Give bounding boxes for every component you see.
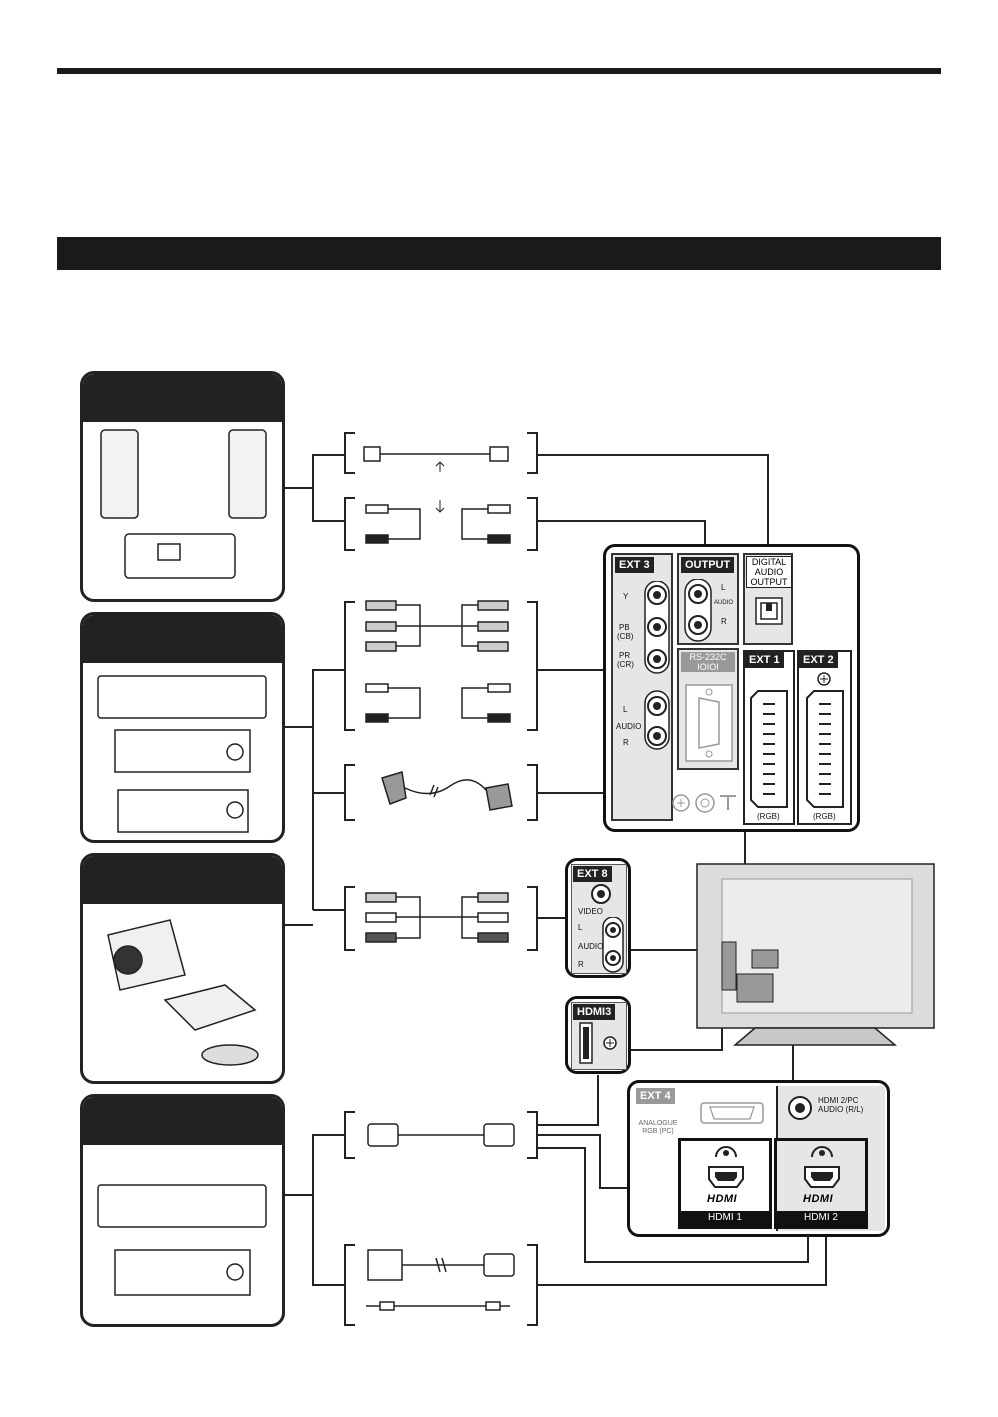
cable-brackets [344,432,538,1326]
category-header [83,1097,282,1145]
output-label: OUTPUT [681,557,735,573]
hdmi-device-illustrations [97,1184,267,1296]
ext8-r-label: R [578,960,584,969]
ext4-rgb-label: RGB (PC) [642,1128,674,1135]
ext8-video-label: VIDEO [578,907,603,916]
digital-audio-output-terminal: DIGITAL AUDIO OUTPUT [743,553,793,645]
rs232c-port-icon [685,684,733,762]
hdmi-cable-to-hdmi3-line [537,1075,599,1126]
ext8-l-label: L [578,923,583,932]
ext8-terminal: EXT 8 VIDEO L AUDIO R [571,864,627,974]
hdmi-cable [367,1123,515,1147]
dvi-cable-to-hdmi2-line [537,1230,827,1286]
ground-screw-icon [817,672,831,686]
ext4-analogue-label: ANALOGUE [638,1120,678,1127]
ext1-scart-socket [750,690,788,808]
ext3-pb-label: PB [619,623,630,632]
rs232c-terminal: RS-232C IOIOI [677,648,739,770]
output-l-label: L [721,583,726,592]
ext8-panel: EXT 8 VIDEO L AUDIO R [565,858,631,978]
component-cable [365,600,509,652]
optical-cable [363,446,509,513]
hdmi1-logo: HDMI [707,1193,738,1205]
ext8-audio-jacks [602,917,624,973]
hdmi-cable-to-hdmi2-line [537,1147,809,1263]
audio-to-output-line [537,520,706,552]
category-header [83,615,282,663]
ext1-rgb-label: (RGB) [757,812,780,821]
digital-audio-line1: DIGITAL [751,557,787,567]
camcorder-console-illustration [107,919,259,1066]
ext8-video-jack [591,884,611,904]
ext4-terminal: EXT 4 ANALOGUE RGB (PC) [636,1088,771,1138]
hdmi3-port-icon [579,1022,617,1064]
optical-port-icon [755,597,783,625]
rs232c-sub-label: IOIOI [697,662,719,672]
ext2-scart-terminal: EXT 2 (RGB) [797,650,852,825]
rs232c-label-block: RS-232C IOIOI [681,652,735,672]
ext3-label: EXT 3 [615,557,654,573]
speaker-amp-illustration [100,429,267,579]
pc-audio-jack [788,1096,812,1120]
hdmi1-terminal: HDMI HDMI 1 [678,1138,772,1229]
ext1-label: EXT 1 [745,652,784,668]
digital-audio-line2: AUDIO [754,567,784,577]
hdmi2-label: HDMI 2 [777,1211,865,1226]
component-audio-cable [365,683,511,723]
optical-to-digital-line [537,454,769,552]
hdmi2-port-icon [804,1146,840,1188]
ext2-scart-socket [806,690,844,808]
output-audio-label: AUDIO [714,600,734,606]
hdmi3-label: HDMI3 [573,1004,616,1020]
ext2-label: EXT 2 [799,652,838,668]
ext3-jacks [644,581,670,750]
composite-cable [365,892,509,943]
top-rule [57,68,941,74]
ext8-audio-label: AUDIO [578,942,604,951]
hdmi2-terminal: HDMI HDMI 2 [774,1138,868,1229]
dvi-hdmi-cable [366,1249,515,1311]
ext1-scart-terminal: EXT 1 (RGB) [743,650,795,825]
ext4-label: EXT 4 [636,1088,675,1104]
output-r-label: R [721,617,727,626]
hdmi2-pc-audio-label: HDMI 2/PC [818,1096,859,1105]
ext3-audio-label: AUDIO [616,722,642,731]
hdmi2-logo: HDMI [803,1193,834,1205]
ext3-y-label: Y [623,592,629,601]
ext2-rgb-label: (RGB) [813,812,836,821]
ext3-pb-sub-label: (CB) [617,632,634,641]
ext3-terminal: EXT 3 Y PB (CB) PR (CR) L AUDIO R [611,553,673,821]
tv-rear-illustration [696,863,935,1046]
rs232c-label: RS-232C [689,652,727,662]
digital-audio-line3: OUTPUT [750,577,788,587]
output-jacks [684,579,712,642]
hdmi1-port-icon [708,1146,744,1188]
category-header [83,856,282,904]
category-header [83,374,282,422]
ext3-pr-sub-label: (CR) [617,660,634,669]
recorder-group-line [285,669,345,911]
ext3-pr-label: PR [619,651,631,660]
recorder-illustrations [97,675,267,833]
audio-rca-cable [365,504,511,544]
scart-cable [381,771,513,811]
antenna-terminal-icons [672,793,736,813]
ext8-label: EXT 8 [573,866,612,882]
hdmi2-pc-audio-rl-label: AUDIO (R/L) [818,1105,864,1114]
ext3-r-label: R [623,738,629,747]
audio-group-line [285,454,345,522]
digital-audio-label: DIGITAL AUDIO OUTPUT [746,556,792,588]
vga-port-icon [700,1102,764,1124]
ext3-l-label: L [623,705,628,714]
hdmi-group-line [285,1134,345,1286]
output-terminal: OUTPUT L AUDIO R [677,553,739,645]
hdmi1-label: HDMI 1 [681,1211,769,1226]
hdmi3-terminal: HDMI3 [571,1002,627,1070]
hdmi3-panel: HDMI3 [565,996,631,1074]
section-header-bar [57,237,941,270]
